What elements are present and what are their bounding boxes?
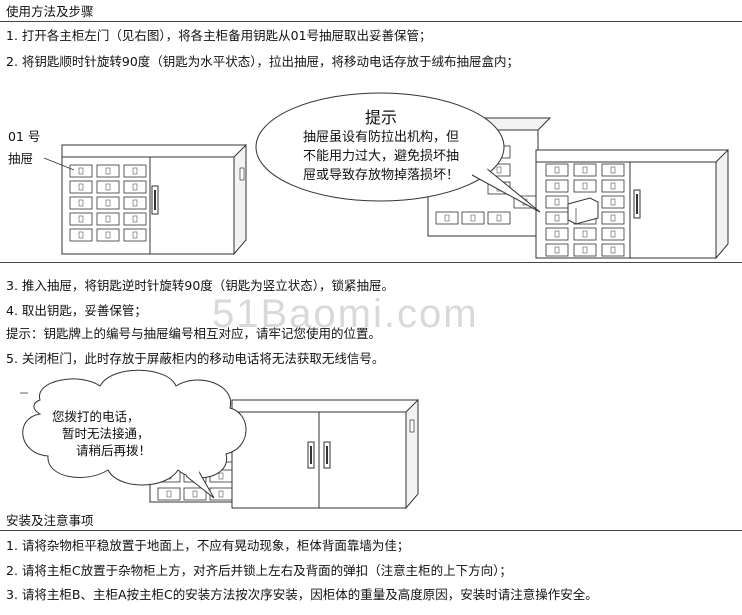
section-title-installation: 安装及注意事项 bbox=[6, 513, 94, 528]
install-item-3: 3. 请将主柜B、主柜A按主柜C的安装方法按次序安装，因柜体的重量及高度原因，安… bbox=[6, 587, 598, 602]
tip-title: 提示 bbox=[364, 108, 397, 127]
phone-line-3: 请稍后再拨！ bbox=[76, 443, 152, 458]
section-title-usage: 使用方法及步骤 bbox=[6, 4, 94, 19]
tip-callout: 提示 抽屉虽设有防拉出机构，但 不能用力过大，避免损坏抽 屉或导致存放物掉落损坏… bbox=[286, 108, 476, 185]
install-item-2: 2. 请将主柜C放置于杂物柜上方，对齐后并锁上左右及背面的弹扣（注意主柜的上下方… bbox=[6, 563, 512, 578]
step-4-text: 4. 取出钥匙，妥善保管； bbox=[6, 303, 147, 318]
cabinet-right-illustration bbox=[535, 148, 729, 260]
section-divider bbox=[0, 262, 742, 263]
drawer-01-label: 01 号 bbox=[8, 129, 41, 144]
section-divider bbox=[0, 530, 742, 531]
tip-line-2: 不能用力过大，避免损坏抽 bbox=[302, 149, 459, 164]
phone-line-1: 您拨打的电话， bbox=[52, 409, 140, 424]
section-divider bbox=[0, 21, 742, 22]
watermark-text: 51Baomi.com bbox=[212, 292, 479, 336]
step-2-text: 2. 将钥匙顺时针旋转90度（钥匙为水平状态），拉出抽屉，将移动电话存放于绒布抽… bbox=[6, 54, 520, 69]
tip-line-3: 屉或导致存放物掉落损坏！ bbox=[302, 168, 459, 183]
cabinet-left-illustration bbox=[43, 143, 247, 256]
step-5-text: 5. 关闭柜门，此时存放于屏蔽柜内的移动电话将无法获取无线信号。 bbox=[6, 351, 385, 366]
drawer-01-label-line2: 抽屉 bbox=[8, 151, 34, 166]
phone-line-2: 暂时无法接通， bbox=[62, 426, 150, 441]
tip-bubble-shape bbox=[255, 92, 541, 213]
install-item-1: 1. 请将杂物柜平稳放置于地面上，不应有晃动现象，柜体背面靠墙为佳； bbox=[6, 538, 410, 553]
step-1-text: 1. 打开各主柜左门（见右图），将各主柜备用钥匙从01号抽屉取出妥善保管； bbox=[6, 28, 432, 43]
phone-cloud-shape bbox=[22, 369, 247, 499]
usage-note-text: 提示：钥匙牌上的编号与抽屉编号相互对应，请牢记您使用的位置。 bbox=[6, 326, 382, 341]
phone-callout: 您拨打的电话， 暂时无法接通， 请稍后再拨！ bbox=[48, 408, 198, 459]
step-3-text: 3. 推入抽屉，将钥匙逆时针旋转90度（钥匙为竖立状态），锁紧抽屉。 bbox=[6, 278, 395, 293]
tip-line-1: 抽屉虽设有防拉出机构，但 bbox=[302, 130, 459, 145]
